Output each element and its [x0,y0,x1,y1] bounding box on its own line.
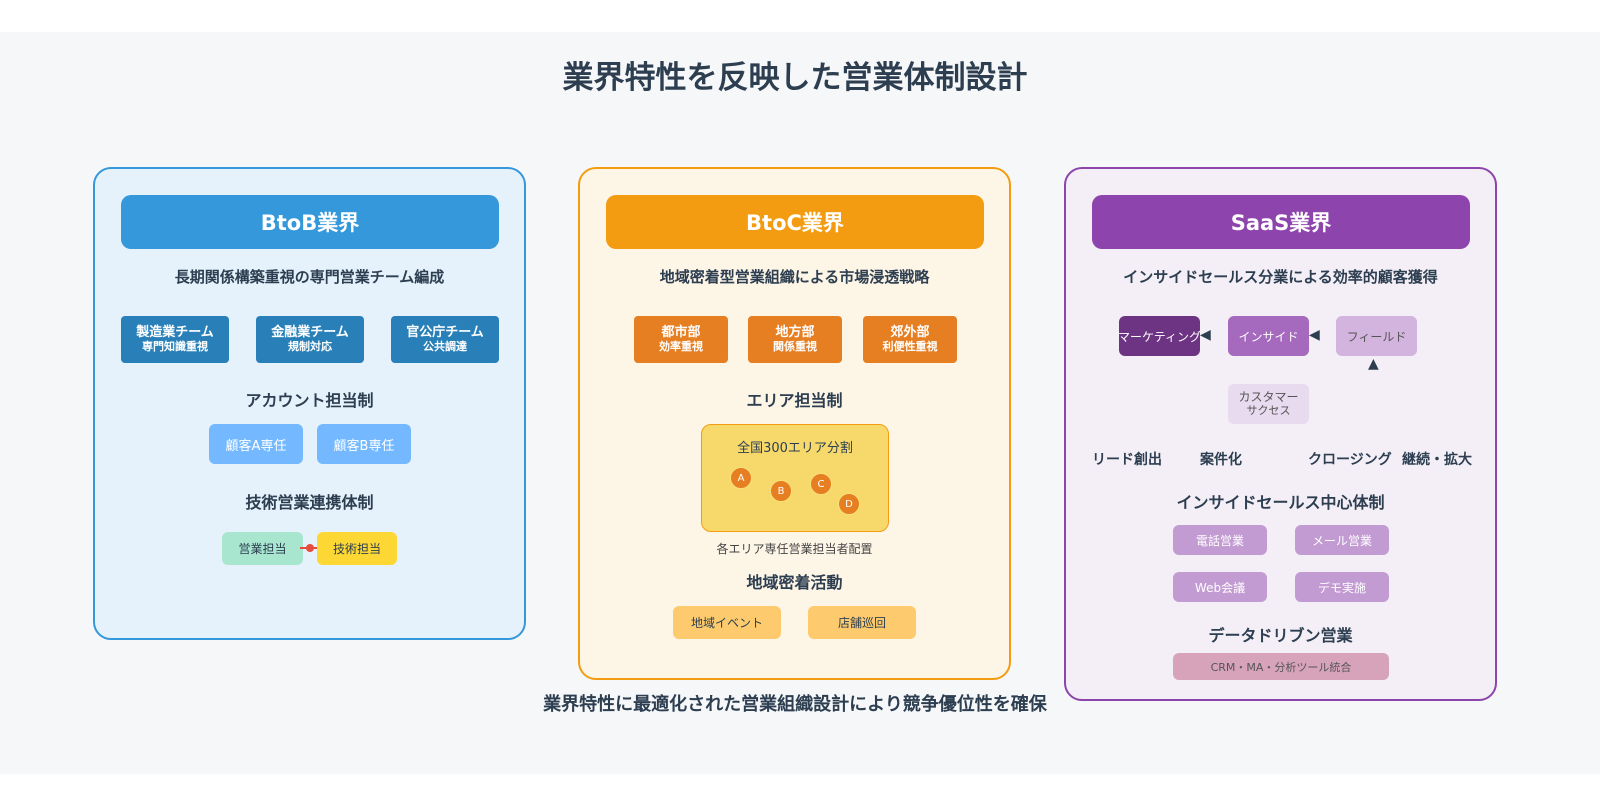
b2c-panel [578,167,1011,680]
team-note: 公共調達 [423,339,467,353]
b2b-tech-rep: 技術担当 [317,532,397,565]
b2b-team-finance: 金融業チーム 規制対応 [256,316,364,363]
region-name: 地方部 [775,324,815,340]
saas-data-title: データドリブン営業 [1208,626,1353,645]
cs-line-2: サクセス [1246,403,1291,417]
b2b-link-connector [300,544,320,552]
region-note: 関係重視 [773,339,817,353]
arrow-up-icon: ▲ [1368,356,1379,372]
saas-channel-email: メール営業 [1295,525,1389,555]
b2b-subtitle: 長期関係構築重視の専門営業チーム編成 [174,268,445,286]
b2c-subtitle: 地域密着型営業組織による市場浸透戦略 [659,268,930,286]
team-note: 規制対応 [288,339,332,353]
region-note: 効率重視 [659,339,703,353]
saas-channel-web: Web会議 [1173,572,1267,602]
b2c-region-suburban: 郊外部 利便性重視 [863,316,957,363]
saas-flow-marketing: マーケティング [1119,316,1200,356]
saas-tools-bar: CRM・MA・分析ツール統合 [1173,653,1389,680]
saas-inside-title: インサイドセールス中心体制 [1176,493,1385,512]
region-name: 都市部 [661,324,701,340]
footer-summary: 業界特性に最適化された営業組織設計により競争優位性を確保 [543,694,1047,715]
b2c-map-label: 全国300エリア分割 [737,441,853,456]
saas-subtitle: インサイドセールス分業による効率的顧客獲得 [1123,268,1438,286]
cs-line-1: カスタマー [1238,389,1299,404]
region-name: 郊外部 [890,324,930,340]
saas-channel-phone: 電話営業 [1173,525,1267,555]
saas-stage-lead: リード創出 [1092,452,1162,468]
saas-flow-inside: インサイド [1228,316,1309,356]
saas-flow-customer-success: カスタマー サクセス [1228,384,1309,424]
b2b-team-manufacturing: 製造業チーム 専門知識重視 [121,316,229,363]
b2c-area-note: 各エリア専任営業担当者配置 [716,542,873,556]
saas-stage-closing: クロージング [1308,452,1392,468]
b2c-map-point-b: B [770,480,792,502]
page-title: 業界特性を反映した営業体制設計 [562,60,1028,96]
b2b-account-a: 顧客A専任 [209,424,303,464]
saas-stage-expansion: 継続・拡大 [1402,452,1472,468]
b2c-map-point-c: C [810,473,832,495]
b2c-map-point-d: D [838,493,860,515]
team-name: 製造業チーム [136,324,214,340]
team-name: 金融業チーム [271,324,349,340]
team-note: 専門知識重視 [142,339,208,353]
saas-flow-field: フィールド [1336,316,1417,356]
b2c-local-title: 地域密着活動 [746,573,843,592]
team-name: 官公庁チーム [406,324,484,340]
saas-stage-deal: 案件化 [1200,452,1242,468]
b2c-region-rural: 地方部 関係重視 [748,316,842,363]
b2c-map-point-a: A [730,467,752,489]
b2b-account-b: 顧客B専任 [317,424,411,464]
b2b-tech-title: 技術営業連携体制 [245,493,374,512]
region-note: 利便性重視 [882,339,938,353]
b2b-team-government: 官公庁チーム 公共調達 [391,316,499,363]
b2b-sales-rep: 営業担当 [222,532,303,565]
b2c-activity-event: 地域イベント [673,606,781,639]
b2b-header: BtoB業界 [121,195,499,249]
saas-header: SaaS業界 [1092,195,1470,249]
saas-channel-demo: デモ実施 [1295,572,1389,602]
b2c-region-urban: 都市部 効率重視 [634,316,728,363]
saas-panel [1064,167,1497,701]
b2c-area-title: エリア担当制 [746,391,843,410]
arrow-left-icon: ◀ [1200,327,1211,343]
b2c-header: BtoC業界 [606,195,984,249]
b2b-account-title: アカウント担当制 [245,391,374,410]
arrow-left-icon: ◀ [1309,327,1320,343]
b2c-activity-store: 店舗巡回 [808,606,916,639]
